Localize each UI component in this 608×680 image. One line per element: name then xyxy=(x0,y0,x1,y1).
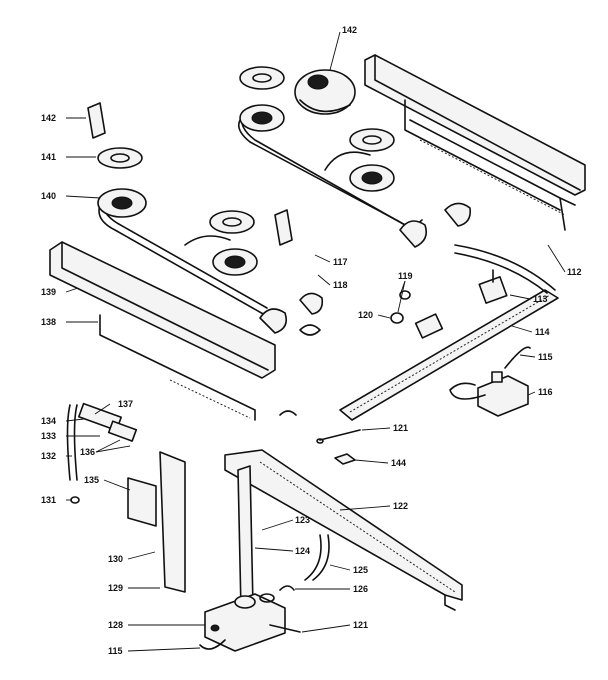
callout-134: 134 xyxy=(41,416,56,426)
callout-138: 138 xyxy=(41,317,56,327)
leader-lines xyxy=(65,31,566,652)
callout-120: 120 xyxy=(358,310,373,320)
callout-139: 139 xyxy=(41,287,56,297)
callout-132: 132 xyxy=(41,451,56,461)
callout-140: 140 xyxy=(41,191,56,201)
callout-124: 124 xyxy=(295,546,310,556)
callout-125: 125 xyxy=(353,565,368,575)
callout-131: 131 xyxy=(41,495,56,505)
callout-135: 135 xyxy=(84,475,99,485)
gas-manifold xyxy=(339,244,559,421)
rear-burner-caps xyxy=(239,66,395,152)
callout-129: 129 xyxy=(108,583,123,593)
callout-117: 117 xyxy=(333,257,348,267)
callout-119: 119 xyxy=(398,271,413,281)
callout-126: 126 xyxy=(353,584,368,594)
front-burner-assembly xyxy=(97,188,324,336)
callout-137: 137 xyxy=(118,399,133,409)
front-burner-box xyxy=(49,241,297,421)
callout-113: 113 xyxy=(533,294,548,304)
callout-121-bottom: 121 xyxy=(353,620,368,630)
pressure-regulator xyxy=(199,593,301,652)
callout-118: 118 xyxy=(333,280,348,290)
rear-burner-assembly xyxy=(237,104,472,248)
callout-116: 116 xyxy=(538,387,553,397)
callout-141: 141 xyxy=(41,152,56,162)
callout-labels: 142 142 141 140 139 138 137 134 133 136 … xyxy=(41,25,582,656)
gas-line-assembly xyxy=(224,449,463,611)
lower-left-parts xyxy=(66,402,186,593)
igniter-parts xyxy=(316,429,361,465)
callout-130: 130 xyxy=(108,554,123,564)
callout-112: 112 xyxy=(567,267,582,277)
callout-114: 114 xyxy=(535,327,550,337)
center-burner-unit xyxy=(294,69,356,115)
thermostat xyxy=(449,346,531,417)
callout-133: 133 xyxy=(41,431,56,441)
callout-122: 122 xyxy=(393,501,408,511)
callout-121-top: 121 xyxy=(393,423,408,433)
callout-128: 128 xyxy=(108,620,123,630)
valve-parts xyxy=(390,269,508,339)
callout-136: 136 xyxy=(80,447,95,457)
callout-123: 123 xyxy=(295,515,310,525)
callout-115-right: 115 xyxy=(538,352,553,362)
rear-burner-box xyxy=(364,54,586,231)
callout-144: 144 xyxy=(391,458,406,468)
front-burner-caps xyxy=(87,102,293,246)
callout-115-bottom: 115 xyxy=(108,646,123,656)
callout-142-left: 142 xyxy=(41,113,56,123)
callout-142-top: 142 xyxy=(342,25,357,35)
